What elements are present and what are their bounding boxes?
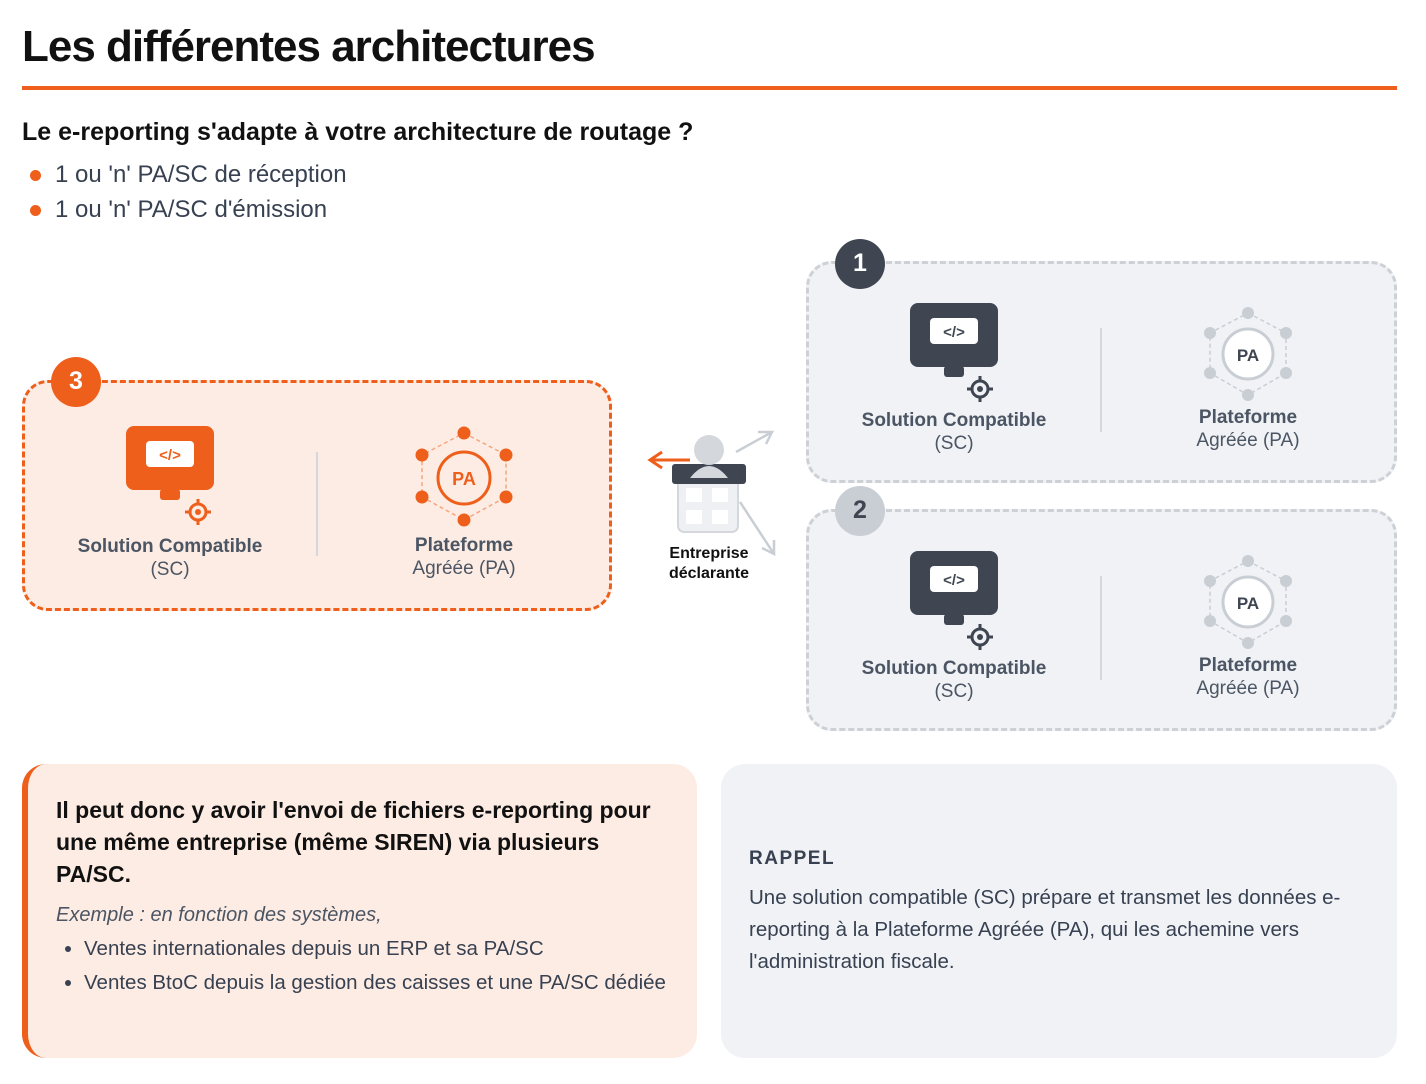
pa-label-subtitle: Agréée (PA) (1196, 430, 1300, 451)
architecture-number-badge: 3 (51, 357, 101, 407)
pa-badge-text: PA (1237, 346, 1259, 365)
sc-label-subtitle: (SC) (934, 681, 974, 702)
plateforme-agreee-icon: PA (415, 426, 513, 527)
pa-label-title: Plateforme (414, 535, 514, 556)
pa-badge-text: PA (452, 469, 476, 489)
pa-label-subtitle: Agréée (PA) (1196, 678, 1300, 699)
sc-label-subtitle: (SC) (934, 433, 974, 454)
sc-label-title: Solution Compatible (861, 658, 1047, 679)
entreprise-label: Entreprise déclarante (648, 544, 770, 584)
highlight-lead: Il peut donc y avoir l'envoi de fichiers… (56, 797, 651, 887)
sc-label-title: Solution Compatible (77, 536, 263, 557)
list-item: Ventes BtoC depuis la gestion des caisse… (84, 967, 669, 999)
solution-compatible-icon: </> (126, 426, 214, 525)
entreprise-label-line1: Entreprise (669, 545, 749, 562)
bullet-text: 1 ou 'n' PA/SC de réception (55, 161, 347, 188)
entreprise-icon (647, 430, 776, 557)
bullet-item: 1 ou 'n' PA/SC d'émission (30, 193, 347, 228)
sc-label: Solution Compatible (SC) (50, 535, 290, 581)
bullet-dot-icon (30, 205, 41, 216)
pa-label: Plateforme Agréée (PA) (1128, 406, 1368, 452)
pa-label-title: Plateforme (1198, 407, 1298, 428)
intro-bullets: 1 ou 'n' PA/SC de réception 1 ou 'n' PA/… (30, 158, 347, 228)
sc-label: Solution Compatible (SC) (834, 409, 1074, 455)
code-icon: </> (159, 447, 181, 464)
reminder-title: RAPPEL (749, 848, 836, 869)
pa-badge-text: PA (1237, 594, 1259, 613)
highlight-list: Ventes internationales depuis un ERP et … (56, 933, 669, 999)
reminder-text: Une solution compatible (SC) prépare et … (749, 886, 1341, 973)
highlight-example: Exemple : en fonction des systèmes, (56, 904, 382, 926)
architecture-number-badge: 2 (835, 486, 885, 536)
title-underline (22, 86, 1397, 90)
card-divider (1100, 576, 1102, 680)
card-divider (316, 452, 318, 556)
list-item: Ventes internationales depuis un ERP et … (84, 933, 669, 965)
bullet-item: 1 ou 'n' PA/SC de réception (30, 158, 347, 193)
sc-label: Solution Compatible (SC) (834, 657, 1074, 703)
page-title: Les différentes architectures (22, 22, 596, 71)
architecture-number-badge: 1 (835, 239, 885, 289)
bullet-text: 1 ou 'n' PA/SC d'émission (55, 196, 328, 223)
card-divider (1100, 328, 1102, 432)
solution-compatible-icon: </> (910, 303, 998, 402)
pa-label-title: Plateforme (1198, 655, 1298, 676)
entreprise-label-line2: déclarante (668, 565, 750, 582)
plateforme-agreee-icon: PA (1204, 555, 1292, 649)
pa-label: Plateforme Agréée (PA) (1128, 654, 1368, 700)
reminder-note: RAPPEL Une solution compatible (SC) prép… (721, 764, 1397, 1058)
code-icon: </> (943, 324, 965, 341)
code-icon: </> (943, 572, 965, 589)
solution-compatible-icon: </> (910, 551, 998, 650)
pa-label-subtitle: Agréée (PA) (412, 558, 516, 579)
sc-label-title: Solution Compatible (861, 410, 1047, 431)
highlight-note: Il peut donc y avoir l'envoi de fichiers… (22, 764, 697, 1058)
bullet-dot-icon (30, 170, 41, 181)
intro-question: Le e-reporting s'adapte à votre architec… (22, 118, 694, 146)
sc-label-subtitle: (SC) (150, 559, 190, 580)
plateforme-agreee-icon: PA (1204, 307, 1292, 401)
pa-label: Plateforme Agréée (PA) (344, 534, 584, 580)
